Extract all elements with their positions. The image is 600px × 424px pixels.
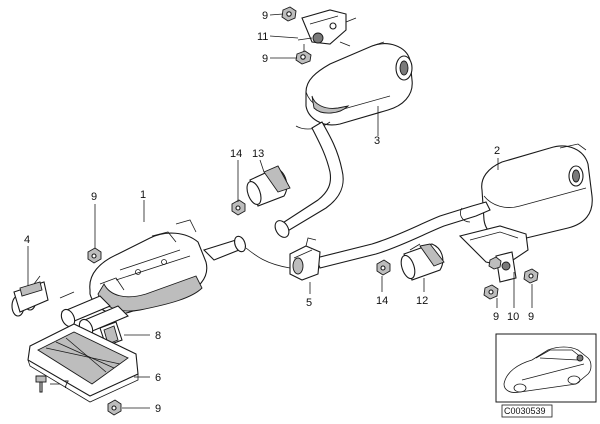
hanger-stud xyxy=(297,37,313,41)
label-hanger-10: 10 xyxy=(507,311,519,323)
top-hanger-bracket xyxy=(301,9,357,47)
label-nut-rear-right: 9 xyxy=(528,311,534,323)
tray-bolt xyxy=(35,375,47,393)
part-labels: 9 11 9 3 2 1 9 4 14 13 5 14 12 9 10 9 8 … xyxy=(24,10,534,415)
front-silencer-nut xyxy=(87,247,102,264)
rear-nut-small xyxy=(488,256,502,270)
lower-top-nut xyxy=(295,50,312,65)
reference-code: C0030539 xyxy=(504,406,546,416)
rear-pipe xyxy=(315,201,491,269)
front-silencer xyxy=(59,219,246,338)
label-silencer-3: 3 xyxy=(374,135,380,147)
label-joint-5: 5 xyxy=(306,297,312,309)
label-clamp-12: 12 xyxy=(416,295,428,307)
label-front-silencer-1: 1 xyxy=(140,189,146,201)
label-nut-front: 9 xyxy=(91,191,97,203)
pipe-joint-clamp xyxy=(289,237,321,281)
joint-guide-line xyxy=(245,247,291,269)
front-pipe-clamp-left xyxy=(11,275,49,317)
rear-hanger-bracket xyxy=(458,225,529,283)
top-bracket-nut xyxy=(281,6,297,22)
intermediate-pipe xyxy=(274,121,344,238)
vehicle-location-thumbnail: C0030539 xyxy=(495,333,597,418)
rear-clamp-nut xyxy=(376,259,391,276)
label-nut-14-left: 14 xyxy=(230,148,242,160)
label-nut-rear-left: 9 xyxy=(493,311,499,323)
label-nut-bottom: 9 xyxy=(155,403,161,415)
tray-nut xyxy=(107,399,122,416)
centre-silencer xyxy=(305,41,413,126)
label-nut-top: 9 xyxy=(262,10,268,22)
rear-nut-left xyxy=(483,284,499,300)
rear-pipe-clamp xyxy=(400,243,445,281)
leader-lines xyxy=(27,13,533,409)
label-clamp-4: 4 xyxy=(24,234,30,246)
label-tray-6: 6 xyxy=(155,372,161,384)
rear-nut-right xyxy=(523,268,539,284)
label-nut-14-right: 14 xyxy=(376,295,388,307)
label-bolt-7: 7 xyxy=(63,379,69,391)
label-mount-8: 8 xyxy=(155,330,161,342)
label-nut-lower: 9 xyxy=(262,53,268,65)
label-hanger-11: 11 xyxy=(257,31,268,43)
label-clamp-13: 13 xyxy=(252,148,264,160)
front-pipe-clamp xyxy=(246,165,291,207)
label-rear-silencer-2: 2 xyxy=(494,145,500,157)
heat-shield-tray xyxy=(27,323,139,403)
front-clamp-nut xyxy=(231,199,246,216)
